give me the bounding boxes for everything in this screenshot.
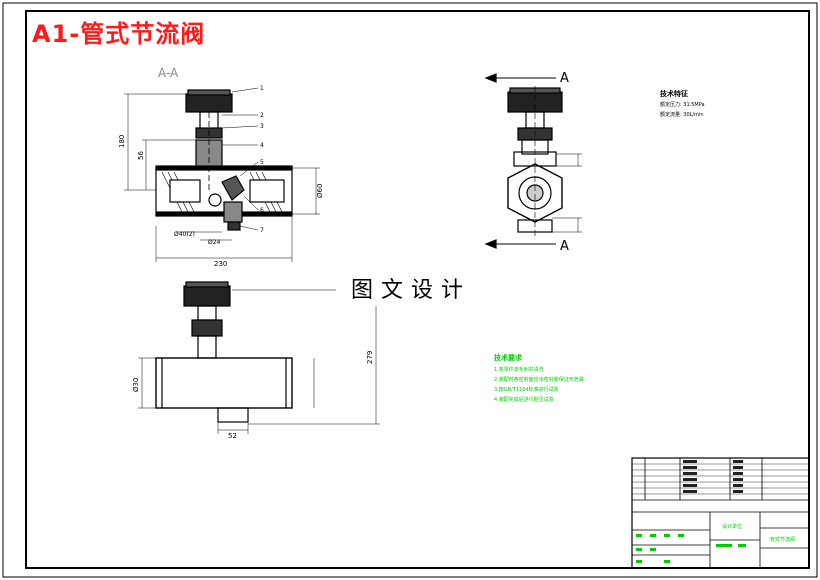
part-number: 6 bbox=[260, 207, 264, 214]
title-block bbox=[631, 457, 810, 569]
dim-52: 52 bbox=[228, 432, 237, 440]
tech-req-item: 1.各零件去毛刺并清洗 bbox=[494, 366, 544, 373]
part-number-list: 1 2 3 4 5 6 7 bbox=[260, 85, 264, 234]
dim-phi40: Ø40(2) bbox=[174, 231, 195, 238]
watermark: 图文设计 bbox=[336, 276, 486, 306]
dim-phi60: Ø60 bbox=[316, 184, 324, 198]
tech-req-item: 3.按GB/T1184标准进行试验 bbox=[494, 386, 559, 393]
dim-230: 230 bbox=[214, 260, 227, 268]
tech-req-heading: 技术要求 bbox=[494, 353, 523, 362]
dim-phi24: Ø24 bbox=[208, 239, 221, 246]
part-number: 4 bbox=[260, 142, 264, 149]
part-number: 7 bbox=[260, 227, 264, 234]
section-arrow-top-label: A bbox=[560, 71, 569, 86]
dim-180: 180 bbox=[118, 135, 126, 148]
part-number: 1 bbox=[260, 85, 264, 92]
tech-spec-heading: 技术特征 bbox=[660, 89, 688, 98]
section-arrow-bottom-label: A bbox=[560, 239, 569, 254]
tech-spec-line: 额定流量: 30L/min bbox=[660, 111, 704, 118]
inner-border bbox=[25, 10, 810, 569]
dim-56: 56 bbox=[137, 151, 145, 160]
part-number: 3 bbox=[260, 123, 264, 130]
section-label: A-A bbox=[158, 66, 179, 80]
dim-phi30: Ø30 bbox=[132, 378, 140, 392]
tech-req-item: 2.装配时各密封面应涂密封胶保证无泄漏 bbox=[494, 376, 584, 383]
tech-spec-line: 额定压力: 31.5MPa bbox=[660, 101, 705, 108]
title-block-company: 设计单位 bbox=[722, 523, 742, 530]
side-view bbox=[484, 73, 582, 249]
part-number: 2 bbox=[260, 112, 264, 119]
drawing-title: A1-管式节流阀 bbox=[32, 20, 206, 48]
tech-req-item: 4.装配完成后进行耐压试验 bbox=[494, 396, 554, 403]
section-view-aa bbox=[124, 87, 320, 262]
front-view bbox=[138, 281, 380, 434]
title-block-drawing-name: 管式节流阀 bbox=[770, 536, 795, 543]
dim-279: 279 bbox=[366, 351, 374, 364]
part-number: 5 bbox=[260, 159, 264, 166]
